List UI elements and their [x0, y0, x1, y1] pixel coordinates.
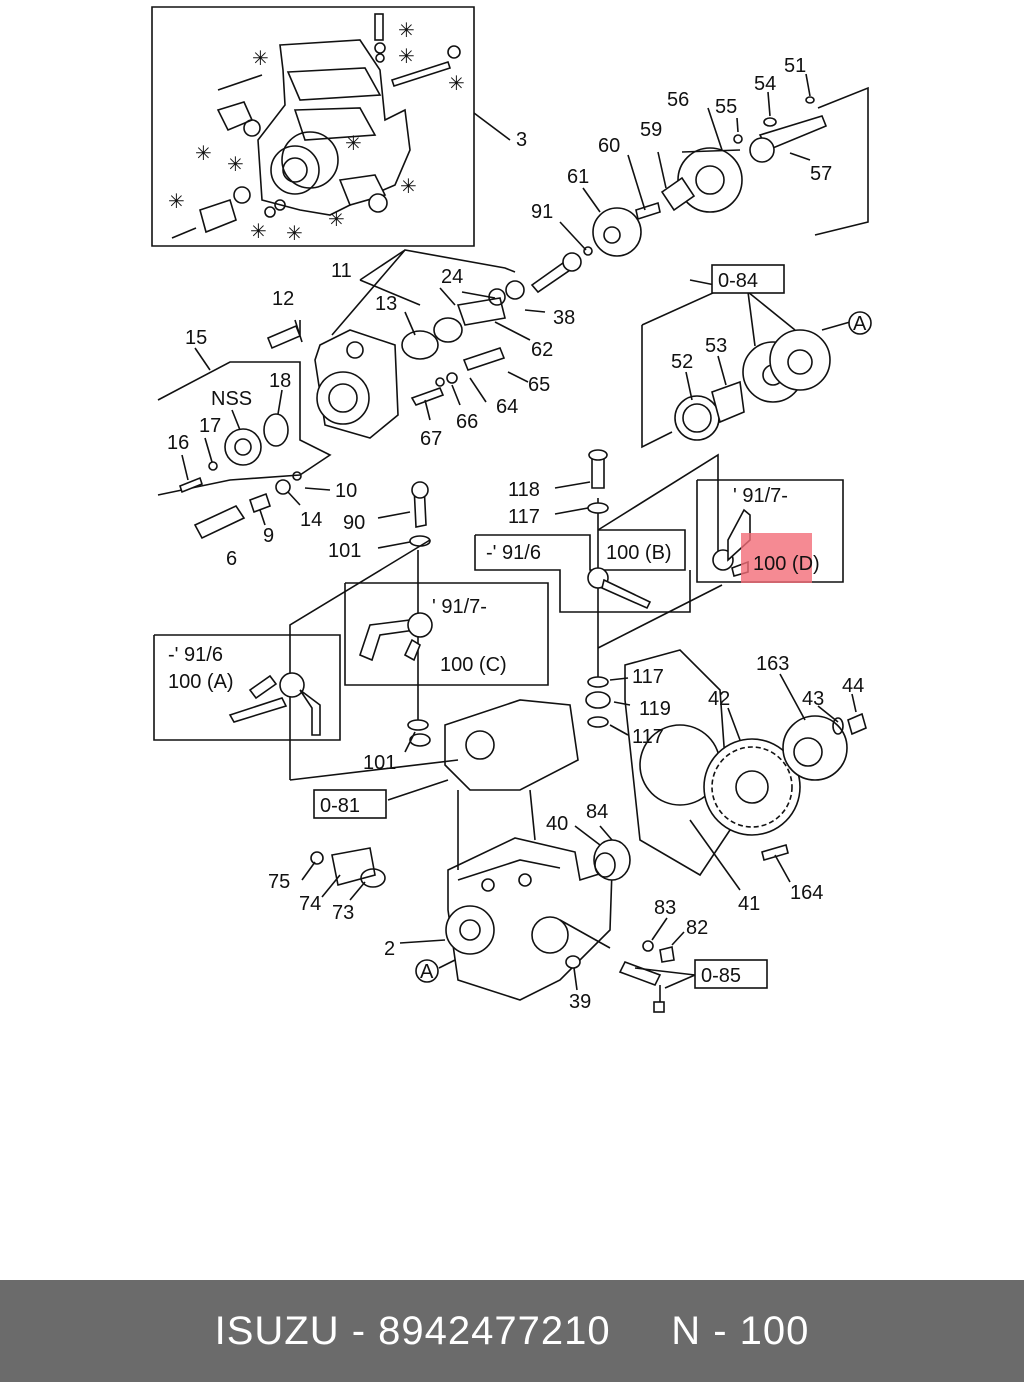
star-mark: ✳ [252, 48, 269, 70]
star-mark: ✳ [448, 73, 465, 95]
nss-label: NSS [211, 388, 252, 410]
part-label-91: 91 [531, 201, 553, 223]
part-label-55: 55 [715, 96, 737, 118]
variant-name-b: 100 (B) [606, 542, 672, 564]
star-mark: ✳ [398, 20, 415, 42]
star-mark: ✳ [195, 143, 212, 165]
part-label-40: 40 [546, 813, 568, 835]
part-label-41: 41 [738, 893, 760, 915]
part-label-101-upper: 101 [328, 540, 361, 562]
star-mark: ✳ [168, 191, 185, 213]
ref-0-81: 0-81 [320, 795, 360, 817]
part-label-117-middle: 117 [632, 666, 664, 688]
leader-lines [181, 249, 857, 991]
star-mark: ✳ [227, 154, 244, 176]
overflow-valve-group [153, 449, 844, 780]
part-label-53: 53 [705, 335, 727, 357]
part-label-39: 39 [569, 991, 591, 1013]
part-label-73: 73 [332, 902, 354, 924]
variant-date-c: ' 91/7- [432, 596, 487, 618]
part-label-51: 51 [784, 55, 806, 77]
variant-name-d: 100 (D) [753, 553, 820, 575]
star-mark: ✳ [345, 133, 362, 155]
part-label-118: 118 [508, 479, 540, 501]
part-label-101-lower: 101 [363, 752, 396, 774]
part-label-6: 6 [226, 548, 237, 570]
part-label-64: 64 [496, 396, 518, 418]
valve-housing-group [157, 249, 525, 540]
ref-0-84: 0-84 [718, 270, 758, 292]
part-label-14: 14 [300, 509, 322, 531]
part-label-52: 52 [671, 351, 693, 373]
ref-circle-a-upper: A [853, 313, 867, 335]
part-label-54: 54 [754, 73, 776, 95]
timer-group [641, 291, 851, 449]
part-label-38: 38 [553, 307, 575, 329]
variant-date-a: -' 91/6 [168, 644, 223, 666]
star-mark: ✳ [286, 223, 303, 245]
part-label-67: 67 [420, 428, 442, 450]
part-label-75: 75 [268, 871, 290, 893]
part-label-117-lower: 117 [632, 726, 664, 748]
part-label-15: 15 [185, 327, 207, 349]
part-label-90: 90 [343, 512, 365, 534]
assembly-3-frame: ✳ ✳ ✳ ✳ ✳ ✳ ✳ ✳ ✳ ✳ ✳ ✳ [151, 6, 511, 247]
part-label-16: 16 [167, 432, 189, 454]
part-label-18: 18 [269, 370, 291, 392]
variant-name-a: 100 (A) [168, 671, 234, 693]
part-label-117-upper: 117 [508, 506, 540, 528]
part-label-164: 164 [790, 882, 823, 904]
star-mark: ✳ [400, 176, 417, 198]
part-label-13: 13 [375, 293, 397, 315]
part-label-12: 12 [272, 288, 294, 310]
part-label-84: 84 [586, 801, 608, 823]
variant-date-b: -' 91/6 [486, 542, 541, 564]
part-label-119: 119 [639, 698, 671, 720]
reference-boxes[interactable]: 0-84 0-81 0-85 A A [313, 264, 872, 989]
part-label-42: 42 [708, 688, 730, 710]
variant-labels: -' 91/6 100 (A) ' 91/7- 100 (C) -' 91/6 … [168, 485, 820, 693]
part-label-57: 57 [810, 163, 832, 185]
pump-body-group [289, 649, 867, 1013]
ref-0-85: 0-85 [701, 965, 741, 987]
part-label-44: 44 [842, 675, 864, 697]
variant-date-d: ' 91/7- [733, 485, 788, 507]
part-label-163: 163 [756, 653, 789, 675]
part-label-3: 3 [516, 129, 527, 151]
part-label-60: 60 [598, 135, 620, 157]
star-mark: ✳ [398, 46, 415, 68]
part-label-43: 43 [802, 688, 824, 710]
part-label-74: 74 [299, 893, 321, 915]
exploded-parts-diagram: ✳ ✳ ✳ ✳ ✳ ✳ ✳ ✳ ✳ ✳ ✳ ✳ [151, 6, 872, 1013]
part-label-66: 66 [456, 411, 478, 433]
part-label-11: 11 [331, 260, 352, 282]
governor-group [530, 73, 869, 294]
variant-name-c: 100 (C) [440, 654, 507, 676]
star-marks: ✳ ✳ ✳ ✳ ✳ ✳ ✳ ✳ ✳ ✳ ✳ ✳ [168, 20, 465, 245]
highlight-100d [741, 533, 812, 583]
part-labels: 3 51 54 56 55 57 59 60 61 91 11 24 38 62… [167, 55, 864, 1013]
footer-bar: ISUZU - 8942477210 N - 100 [0, 1280, 1024, 1382]
star-mark: ✳ [328, 209, 345, 231]
ref-circle-a-lower: A [420, 961, 434, 983]
part-label-83: 83 [654, 897, 676, 919]
star-mark: ✳ [250, 221, 267, 243]
footer-part-number: ISUZU - 8942477210 N - 100 [214, 1308, 810, 1353]
part-label-56: 56 [667, 89, 689, 111]
part-label-62: 62 [531, 339, 553, 361]
part-label-9: 9 [263, 525, 274, 547]
part-label-17: 17 [199, 415, 221, 437]
part-label-10: 10 [335, 480, 357, 502]
part-label-61: 61 [567, 166, 589, 188]
part-label-2: 2 [384, 938, 395, 960]
part-label-59: 59 [640, 119, 662, 141]
part-label-24: 24 [441, 266, 463, 288]
part-label-82: 82 [686, 917, 708, 939]
part-label-65: 65 [528, 374, 550, 396]
